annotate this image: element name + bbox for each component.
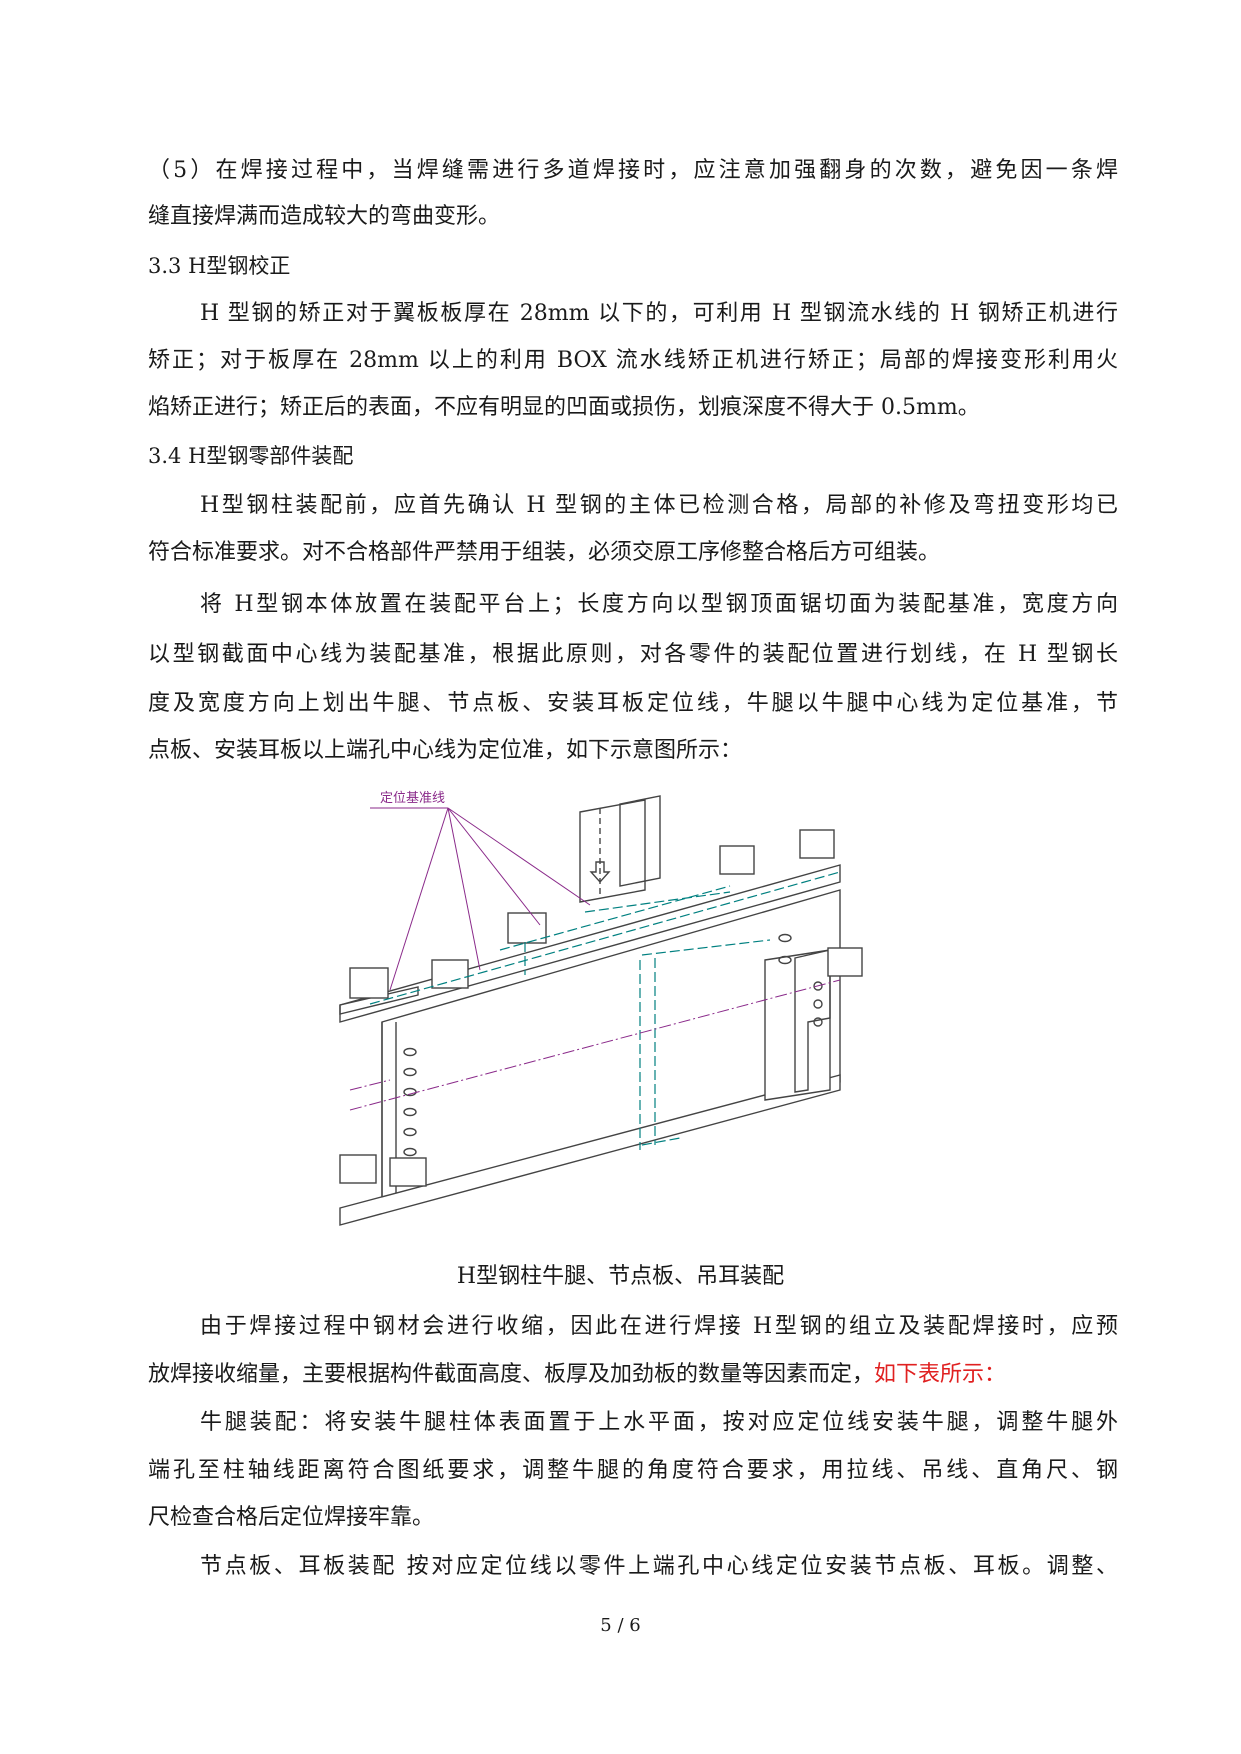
- section-heading-3-3: 3.3 H型钢校正: [148, 254, 291, 278]
- paragraph-line: 放焊接收缩量，主要根据构件截面高度、板厚及加劲板的数量等因素而定，如下表所示：: [148, 1360, 1118, 1390]
- highlighted-text: 如下表所示：: [874, 1362, 1007, 1387]
- paragraph-text: 放焊接收缩量，主要根据构件截面高度、板厚及加劲板的数量等因素而定，: [148, 1362, 875, 1387]
- paragraph-line: 牛腿装配：将安装牛腿柱体表面置于上水平面，按对应定位线安装牛腿，调整牛腿外: [200, 1410, 1118, 1435]
- paragraph-line: H 型钢的矫正对于翼板板厚在 28mm 以下的，可利用 H 型钢流水线的 H 钢…: [200, 301, 1118, 326]
- page-number: 5 / 6: [600, 1615, 641, 1636]
- paragraph-line: 度及宽度方向上划出牛腿、节点板、安装耳板定位线，牛腿以牛腿中心线为定位基准，节: [148, 691, 1118, 716]
- paragraph-line: 矫正；对于板厚在 28mm 以上的利用 BOX 流水线矫正机进行矫正；局部的焊接…: [148, 348, 1118, 373]
- h-beam-assembly-diagram: 定位基准线: [339, 791, 863, 1226]
- annotation-label: 定位基准线: [380, 791, 445, 806]
- paragraph-line: 将 H型钢本体放置在装配平台上；长度方向以型钢顶面锯切面为装配基准，宽度方向: [200, 592, 1118, 617]
- paragraph-line: 以型钢截面中心线为装配基准，根据此原则，对各零件的装配位置进行划线，在 H 型钢…: [148, 642, 1118, 667]
- paragraph-line: 端孔至柱轴线距离符合图纸要求，调整牛腿的角度符合要求，用拉线、吊线、直角尺、钢: [148, 1458, 1118, 1483]
- paragraph-line: 点板、安装耳板以上端孔中心线为定位准，如下示意图所示：: [148, 738, 743, 763]
- paragraph-line: 缝直接焊满而造成较大的弯曲变形。: [148, 204, 501, 229]
- paragraph-line: 符合标准要求。对不合格部件严禁用于组装，必须交原工序修整合格后方可组装。: [148, 540, 941, 565]
- figure-caption: H型钢柱牛腿、节点板、吊耳装配: [456, 1264, 785, 1289]
- paragraph-line: 节点板、耳板装配 按对应定位线以零件上端孔中心线定位安装节点板、耳板。调整、: [200, 1554, 1118, 1579]
- paragraph-line: 焰矫正进行；矫正后的表面，不应有明显的凹面或损伤，划痕深度不得大于 0.5mm。: [148, 395, 980, 420]
- section-heading-3-4: 3.4 H型钢零部件装配: [148, 444, 354, 468]
- paragraph-line: （5）在焊接过程中，当焊缝需进行多道焊接时，应注意加强翻身的次数，避免因一条焊: [148, 158, 1118, 183]
- paragraph-line: 由于焊接过程中钢材会进行收缩，因此在进行焊接 H型钢的组立及装配焊接时，应预: [200, 1314, 1118, 1339]
- paragraph-line: 尺检查合格后定位焊接牢靠。: [148, 1505, 435, 1530]
- paragraph-line: H型钢柱装配前，应首先确认 H 型钢的主体已检测合格，局部的补修及弯扭变形均已: [200, 493, 1118, 518]
